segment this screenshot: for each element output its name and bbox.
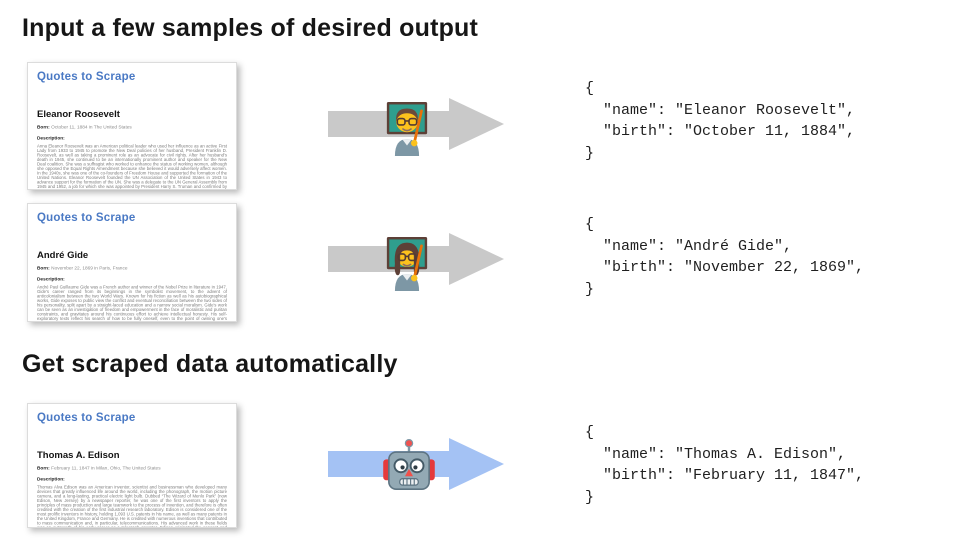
born-label: Born: [37,265,50,272]
doc-description-label: Description: [37,135,65,142]
sample-document-3: Quotes to Scrape Thomas A. Edison Born:F… [27,403,237,528]
born-value: October 11, 1884 in The United States [51,124,132,131]
doc-born-line: Born:October 11, 1884 in The United Stat… [37,125,227,131]
json-output-2: { "name": "André Gide", "birth": "Novemb… [585,216,865,298]
doc-born-line: Born:November 22, 1869 in Paris, France [37,266,227,272]
doc-body: Thomas A. Edison Born:February 11, 1847 … [37,450,227,528]
doc-description-text: André Paul Guillaume Gide was a French a… [37,284,227,321]
born-value: November 22, 1869 in Paris, France [51,265,128,272]
doc-author-name: Eleanor Roosevelt [37,109,120,120]
section-title-input: Input a few samples of desired output [22,14,479,42]
born-label: Born: [37,465,50,472]
doc-site-title: Quotes to Scrape [37,412,136,424]
woman-teacher-emoji [378,233,436,291]
doc-body: Eleanor Roosevelt Born:October 11, 1884 … [37,109,227,189]
doc-description-label: Description: [37,476,65,483]
doc-description-label: Description: [37,276,65,283]
doc-description-text: Anna Eleanor Roosevelt was an American p… [37,143,227,189]
doc-born-line: Born:February 11, 1847 in Milan, Ohio, T… [37,466,227,472]
arrow-head [449,98,504,150]
arrow-head [449,233,504,285]
born-value: February 11, 1847 in Milan, Ohio, The Un… [51,465,161,472]
doc-body: André Gide Born:November 22, 1869 in Par… [37,250,227,321]
sample-document-2: Quotes to Scrape André Gide Born:Novembe… [27,203,237,322]
doc-site-title: Quotes to Scrape [37,71,136,83]
json-output-1: { "name": "Eleanor Roosevelt", "birth": … [585,80,856,162]
doc-author-name: André Gide [37,250,89,261]
doc-description-text: Thomas Alva Edison was an American inven… [37,484,227,528]
doc-author-name: Thomas A. Edison [37,450,120,461]
arrow-head [449,438,504,490]
man-teacher-emoji [378,98,436,156]
doc-site-title: Quotes to Scrape [37,212,136,224]
json-output-3: { "name": "Thomas A. Edison", "birth": "… [585,424,865,506]
robot-emoji [380,436,438,494]
section-title-output: Get scraped data automatically [22,350,398,378]
sample-document-1: Quotes to Scrape Eleanor Roosevelt Born:… [27,62,237,190]
born-label: Born: [37,124,50,131]
